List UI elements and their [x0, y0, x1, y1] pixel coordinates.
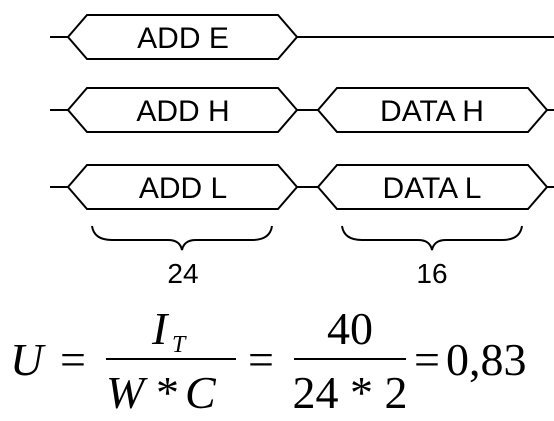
field-label-add-l: ADD L — [139, 172, 227, 205]
field-label-data-h: DATA H — [380, 95, 484, 128]
brace-left — [91, 225, 273, 251]
formula-numerator-1-subscript: T — [172, 332, 187, 358]
formula-numerator-1: I — [151, 303, 170, 354]
field-label-data-l: DATA L — [383, 172, 482, 205]
formula: U = I T W * C = 40 24 * 2 = 0,83 — [10, 303, 527, 418]
formula-result: 0,83 — [446, 334, 527, 385]
timing-row-2: ADD H DATA H — [50, 87, 554, 133]
formula-equals-1: = — [60, 334, 86, 385]
formula-denominator-1-c: C — [185, 367, 217, 418]
timing-row-1: ADD E — [50, 14, 554, 60]
field-label-add-e: ADD E — [137, 22, 229, 55]
formula-numerator-2: 40 — [327, 303, 373, 354]
timing-row-3: ADD L DATA L — [50, 164, 554, 210]
formula-lhs: U — [10, 334, 46, 385]
formula-equals-3: = — [414, 334, 440, 385]
brace-label-right: 16 — [416, 258, 447, 289]
brace-right — [341, 225, 523, 251]
brace-label-left: 24 — [167, 258, 198, 289]
field-label-add-h: ADD H — [136, 95, 229, 128]
formula-denominator-1-w: W — [106, 367, 148, 418]
formula-denominator-2: 24 * 2 — [293, 367, 408, 418]
formula-denominator-1-star: * — [156, 367, 179, 418]
formula-equals-2: = — [248, 334, 274, 385]
